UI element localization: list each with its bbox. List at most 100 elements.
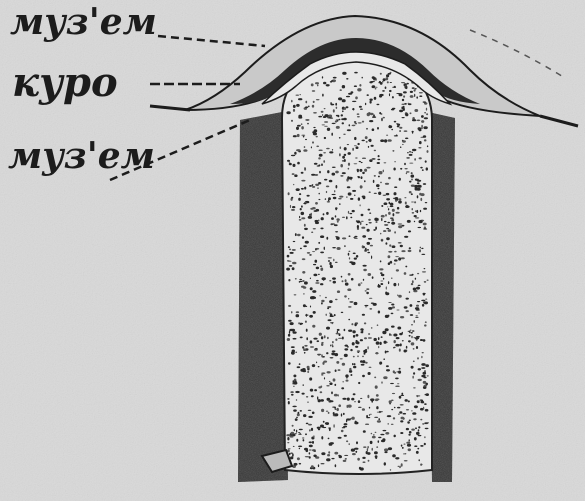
speckle [368, 372, 371, 375]
speckle [425, 394, 426, 396]
speckle [409, 154, 413, 156]
speckle [416, 346, 418, 349]
speckle [298, 115, 302, 118]
speckle [347, 129, 351, 131]
speckle [324, 335, 326, 338]
speckle [326, 314, 327, 316]
speckle [411, 283, 413, 285]
speckle [351, 278, 354, 281]
speckle [423, 126, 427, 129]
speckle [301, 212, 305, 215]
speckle [368, 219, 371, 221]
speckle [300, 323, 303, 325]
speckle [318, 399, 321, 402]
speckle [400, 343, 402, 346]
speckle [414, 221, 415, 222]
speckle [375, 455, 378, 458]
speckle [414, 109, 418, 112]
speckle [354, 85, 357, 87]
speckle [344, 154, 347, 156]
speckle [332, 277, 336, 279]
speckle [395, 457, 399, 459]
speckle [319, 154, 323, 157]
speckle [348, 319, 350, 321]
speckle [391, 222, 395, 225]
speckle [354, 137, 356, 140]
speckle [300, 410, 302, 412]
speckle [309, 214, 311, 216]
speckle [329, 151, 333, 153]
speckle [292, 262, 296, 265]
speckle [296, 314, 300, 317]
speckle [335, 209, 337, 211]
speckle [330, 357, 334, 358]
speckle [293, 331, 297, 333]
speckle [421, 300, 425, 302]
speckle [288, 192, 290, 195]
speckle [378, 346, 379, 348]
speckle [395, 256, 399, 257]
speckle [391, 109, 395, 111]
speckle [417, 120, 421, 122]
speckle [418, 147, 421, 148]
speckle [380, 272, 383, 274]
speckle [305, 119, 309, 120]
speckle [389, 333, 391, 336]
speckle [340, 146, 342, 149]
speckle [416, 210, 418, 213]
speckle [388, 302, 391, 303]
speckle [311, 83, 314, 86]
speckle [287, 255, 290, 258]
speckle [352, 210, 355, 212]
speckle [304, 187, 306, 190]
speckle [416, 395, 420, 396]
speckle [348, 253, 350, 256]
speckle [313, 264, 316, 265]
speckle [343, 460, 347, 462]
speckle [348, 298, 349, 299]
speckle [394, 435, 396, 438]
speckle [324, 108, 326, 109]
speckle [300, 337, 303, 339]
speckle [368, 238, 372, 240]
speckle [417, 357, 418, 359]
speckle [312, 325, 315, 328]
speckle [391, 129, 393, 131]
speckle [423, 183, 426, 185]
speckle [420, 445, 423, 447]
speckle [415, 210, 417, 212]
speckle [342, 427, 345, 428]
speckle [334, 190, 335, 192]
speckle [330, 81, 333, 83]
speckle [319, 193, 320, 195]
speckle [395, 344, 399, 347]
speckle [411, 336, 412, 339]
speckle [296, 399, 297, 400]
speckle [335, 120, 337, 122]
speckle [335, 369, 337, 372]
speckle [298, 198, 301, 201]
speckle [362, 360, 365, 363]
speckle [302, 438, 304, 439]
speckle [399, 411, 402, 413]
speckle [357, 350, 360, 352]
speckle [373, 229, 376, 231]
speckle [325, 198, 326, 200]
speckle [312, 184, 314, 185]
speckle [297, 366, 301, 368]
speckle [369, 367, 372, 368]
speckle [396, 93, 400, 94]
speckle [402, 340, 404, 341]
speckle [357, 355, 358, 357]
speckle [393, 168, 395, 171]
speckle [406, 298, 409, 300]
speckle [316, 136, 318, 138]
speckle [357, 220, 361, 223]
speckle [315, 260, 318, 263]
speckle [403, 95, 405, 97]
speckle [371, 81, 375, 82]
speckle [288, 320, 292, 322]
speckle [296, 311, 299, 313]
speckle [380, 182, 382, 184]
speckle [330, 315, 334, 317]
